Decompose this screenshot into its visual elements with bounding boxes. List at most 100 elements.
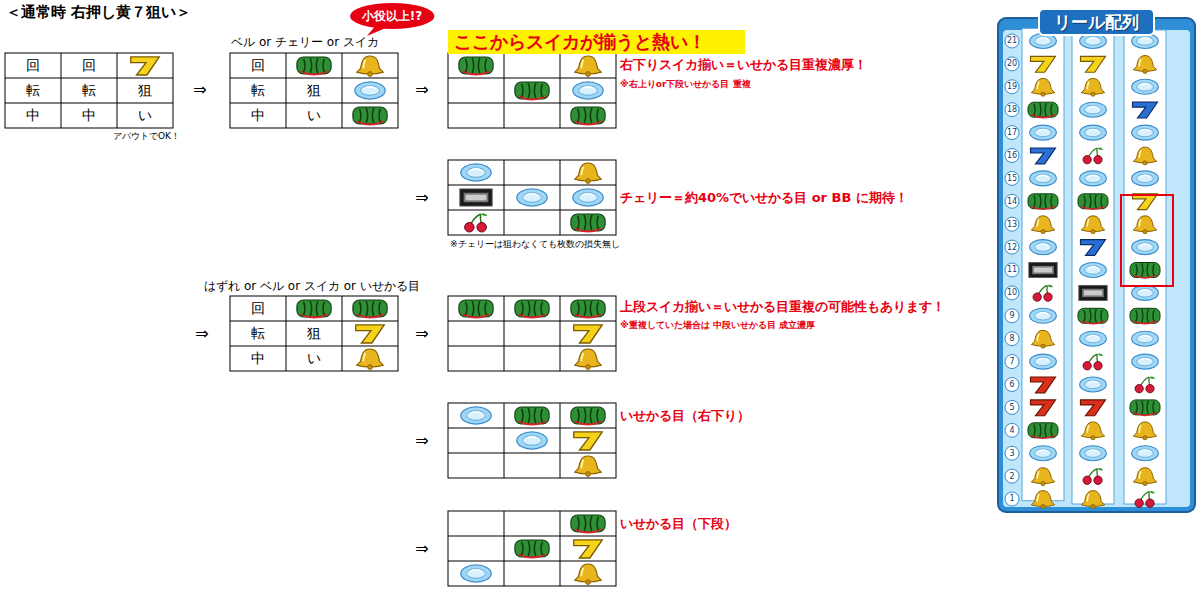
reel-grid <box>230 296 398 371</box>
row-number: 16 <box>1007 151 1017 160</box>
bell-symbol <box>1031 330 1054 348</box>
row-number: 15 <box>1007 174 1017 183</box>
arrow-text: ⇒ <box>193 81 206 99</box>
suika-symbol <box>459 57 493 76</box>
suika-symbol <box>515 540 549 559</box>
row-number-badge <box>1005 263 1019 277</box>
bell-symbol <box>1031 216 1054 234</box>
arrow-text: ⇒ <box>415 189 428 207</box>
replay-symbol <box>1030 125 1057 140</box>
row-number-badge <box>1005 126 1019 140</box>
replay-symbol <box>1030 446 1057 461</box>
cherry-symbol <box>1083 468 1103 484</box>
group-heading: ベル or チェリー or スイカ <box>231 36 379 50</box>
y7-symbol <box>1133 194 1158 210</box>
arrow-text: ⇒ <box>415 432 428 450</box>
reel-panel <box>998 18 1195 512</box>
note-text: ※チェリーは狙わなくても枚数の損失無し <box>450 239 620 249</box>
row-number-badge <box>1005 332 1019 346</box>
arrow-text: ⇒ <box>415 325 428 343</box>
grid-line <box>230 346 398 347</box>
bell-symbol <box>1081 422 1104 440</box>
result-text: いせかる目（右下り） <box>620 409 750 424</box>
cell-text: 転 <box>82 82 96 98</box>
bar-symbol <box>460 189 492 206</box>
panel-header-text: リール配列 <box>1054 12 1139 32</box>
row-number-badge <box>1005 171 1019 185</box>
bell-symbol <box>1133 422 1156 440</box>
replay-symbol <box>1080 263 1107 278</box>
row-number: 10 <box>1007 288 1017 297</box>
bubble-ellipse <box>350 3 434 29</box>
bell-symbol <box>1133 468 1156 486</box>
grid-line <box>286 53 287 128</box>
bell-symbol <box>575 456 602 476</box>
row-number: 20 <box>1007 59 1017 68</box>
note-text: ※右上りor下段いせかる目 重複 <box>620 79 751 89</box>
replay-symbol <box>573 82 603 99</box>
row-number-badge <box>1005 34 1019 48</box>
bubble-tail <box>367 26 388 36</box>
cell-text: 転 <box>251 82 265 98</box>
cherry-symbol <box>1033 285 1053 301</box>
suika-symbol <box>571 214 605 233</box>
grid-line <box>504 403 505 478</box>
replay-symbol <box>1132 79 1159 94</box>
row-number: 4 <box>1009 426 1014 435</box>
bell-symbol <box>357 349 384 369</box>
bell-symbol <box>1133 56 1156 74</box>
cell-text: 転 <box>251 325 265 341</box>
replay-symbol <box>1080 446 1107 461</box>
cell-text: 回 <box>82 57 96 73</box>
row-number: 1 <box>1009 494 1014 503</box>
cell-text: 回 <box>251 57 265 73</box>
y7-symbol <box>574 432 603 450</box>
cell-text: い <box>307 350 321 366</box>
arrow-text: ⇒ <box>415 540 428 558</box>
y7-symbol <box>574 325 603 343</box>
panel-header: リール配列 <box>1038 8 1155 36</box>
cell-text: 中 <box>26 107 40 123</box>
suika-symbol <box>515 407 549 426</box>
grid-line <box>504 160 505 235</box>
bar-symbol <box>1079 285 1107 300</box>
row-number: 13 <box>1007 220 1017 229</box>
grid-line <box>560 403 561 478</box>
row-number-badge <box>1005 492 1019 506</box>
row-number-badge <box>1005 103 1019 117</box>
row-number: 3 <box>1009 449 1014 458</box>
row-number-badge <box>1005 469 1019 483</box>
y7-symbol <box>131 57 160 75</box>
r7-symbol <box>1081 400 1106 416</box>
grid-line <box>230 78 398 79</box>
row-number-badge <box>1005 400 1019 414</box>
suika-symbol <box>297 300 331 319</box>
cherry-symbol <box>1135 376 1155 392</box>
row-number: 21 <box>1007 36 1017 45</box>
replay-symbol <box>1080 125 1107 140</box>
row-number: 17 <box>1007 128 1017 137</box>
row-number-badge <box>1005 378 1019 392</box>
suika-symbol <box>459 300 493 319</box>
grid-line <box>560 296 561 371</box>
note-text: アバウトでOK！ <box>113 131 180 141</box>
bell-symbol <box>1133 147 1156 165</box>
cell-text: 転 <box>26 82 40 98</box>
reel-strip <box>1124 30 1166 504</box>
reel-grid <box>448 403 616 478</box>
reel-grid <box>448 511 616 586</box>
suika-symbol <box>1130 308 1160 324</box>
reel-grid <box>230 53 398 128</box>
cell-text: 狙 <box>307 325 321 341</box>
banner-text: ここからスイカが揃うと熱い！ <box>454 31 706 52</box>
row-number: 12 <box>1007 243 1017 252</box>
grid-line <box>448 321 616 322</box>
grid-line <box>448 536 616 537</box>
replay-symbol <box>461 164 491 181</box>
suika-symbol <box>1028 102 1058 118</box>
grid-line <box>448 346 616 347</box>
row-number: 19 <box>1007 82 1017 91</box>
row-number-badge <box>1005 57 1019 71</box>
grid-line <box>504 511 505 586</box>
cell-text: い <box>307 107 321 123</box>
